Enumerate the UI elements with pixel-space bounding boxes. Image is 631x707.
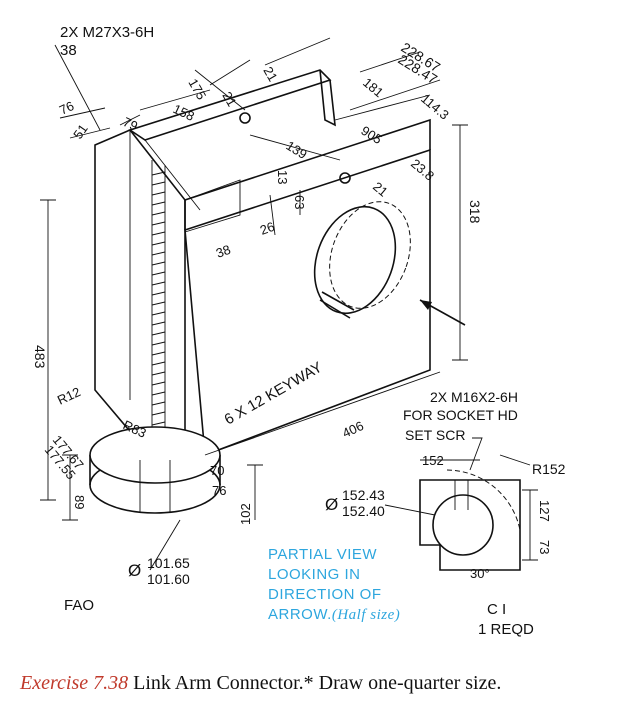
dim-73: 73 bbox=[537, 540, 552, 554]
thread-hatch bbox=[151, 171, 166, 426]
left-column bbox=[94, 129, 186, 456]
dim-76-b: 76 bbox=[212, 483, 226, 498]
callout-line-2: LOOKING IN bbox=[268, 566, 361, 583]
dim-13: 13 bbox=[275, 170, 290, 184]
callout-scale-note: (Half size) bbox=[331, 607, 401, 623]
phi-symbol-b: Ø bbox=[325, 495, 338, 514]
dim-dia-152-40: 152.40 bbox=[342, 503, 385, 519]
dim-905: 905 bbox=[358, 123, 384, 147]
dim-70: 70 bbox=[210, 463, 224, 478]
dim-21-c: 21 bbox=[370, 179, 391, 200]
quantity-note: 1 REQD bbox=[478, 621, 534, 638]
partial-view-callout: PARTIAL VIEW LOOKING IN DIRECTION OF ARR… bbox=[268, 545, 400, 625]
dim-top-thread-depth: 38 bbox=[60, 42, 77, 59]
dim-21-a: 21 bbox=[219, 89, 239, 109]
dim-r152: R152 bbox=[532, 461, 566, 477]
dim-63: 63 bbox=[292, 195, 307, 209]
dim-483: 483 bbox=[32, 345, 48, 369]
dim-152: 152 bbox=[422, 453, 444, 468]
exercise-number: Exercise 7.38 bbox=[20, 672, 129, 694]
link-arm-connector-drawing: 2X M27X3-6H 38 175 21 21 228.67 228.47 1… bbox=[32, 24, 566, 638]
dim-38: 38 bbox=[214, 242, 233, 261]
dim-158: 158 bbox=[171, 101, 197, 124]
dim-21-b: 21 bbox=[260, 64, 280, 84]
material-note: C I bbox=[487, 601, 506, 618]
dim-26: 26 bbox=[258, 219, 277, 238]
partial-view-bore bbox=[432, 494, 494, 556]
dim-dia-152-43: 152.43 bbox=[342, 487, 385, 503]
dim-139: 139 bbox=[283, 138, 309, 162]
socket-note-2: FOR SOCKET HD bbox=[403, 407, 518, 423]
dim-89: 89 bbox=[72, 495, 87, 509]
plate-top-edge bbox=[184, 118, 431, 230]
dim-114-3: 114.3 bbox=[418, 91, 452, 123]
top-bar-end bbox=[319, 69, 336, 127]
dim-406: 406 bbox=[340, 418, 366, 441]
dim-318: 318 bbox=[467, 200, 483, 224]
dim-51: 51 bbox=[70, 121, 91, 141]
socket-note-1: 2X M16X2-6H bbox=[430, 389, 518, 405]
callout-line-1: PARTIAL VIEW bbox=[268, 546, 378, 563]
keyway-slot bbox=[319, 291, 355, 319]
large-bore bbox=[313, 205, 397, 315]
dim-79: 79 bbox=[121, 114, 140, 134]
callout-line-4: ARROW. bbox=[268, 606, 332, 623]
dim-dia-101-60: 101.60 bbox=[147, 571, 190, 587]
dim-top-thread: 2X M27X3-6H bbox=[60, 24, 154, 41]
dim-175: 175 bbox=[185, 76, 209, 102]
dim-127: 127 bbox=[537, 500, 552, 522]
boss-top bbox=[89, 426, 221, 484]
phi-symbol-a: Ø bbox=[128, 561, 141, 580]
dim-dia-101-65: 101.65 bbox=[147, 555, 190, 571]
caption-text: Link Arm Connector.* Draw one-quarter si… bbox=[128, 672, 502, 694]
dim-23-8: 23.8 bbox=[408, 156, 437, 184]
callout-line-3: DIRECTION OF bbox=[268, 586, 382, 603]
dim-30-deg: 30° bbox=[470, 566, 490, 581]
finish-all-over: FAO bbox=[64, 597, 94, 614]
figure-caption: Exercise 7.38 Link Arm Connector.* Draw … bbox=[20, 672, 501, 695]
socket-note-3: SET SCR bbox=[405, 427, 465, 443]
dim-r12: R12 bbox=[55, 384, 83, 408]
dim-76-a: 76 bbox=[57, 98, 76, 118]
dim-181: 181 bbox=[360, 75, 386, 100]
partial-view-outline bbox=[419, 479, 521, 571]
front-plate bbox=[184, 148, 431, 457]
dim-102: 102 bbox=[238, 503, 253, 525]
